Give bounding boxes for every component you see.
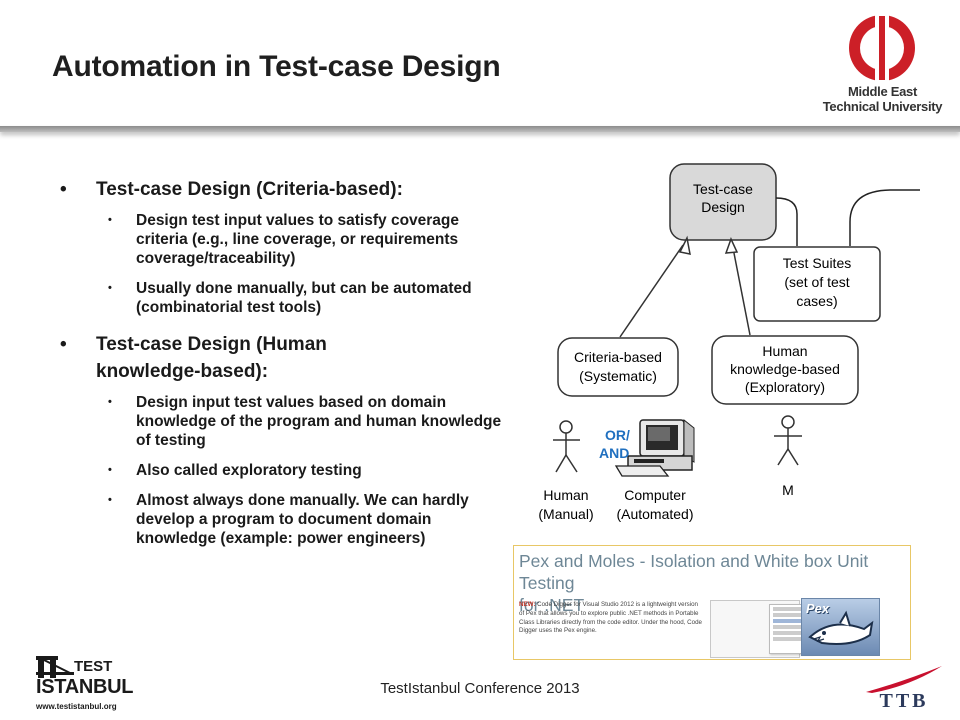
human-arrowhead-icon bbox=[724, 237, 739, 254]
m-label: M bbox=[782, 482, 794, 498]
footer-text: TestIstanbul Conference 2013 bbox=[380, 680, 580, 697]
metu-name-line2: Technical University bbox=[822, 99, 943, 114]
testistanbul-url: www.testistanbul.org bbox=[36, 702, 117, 711]
bridge-icon bbox=[36, 656, 74, 678]
test-case-design-line2: Design bbox=[701, 199, 745, 215]
computer-label: Computer bbox=[624, 487, 686, 503]
human-stick-figure-icon bbox=[553, 420, 580, 473]
human-knowledge-line3: (Exploratory) bbox=[745, 379, 825, 395]
design-to-suites-connector bbox=[775, 197, 798, 246]
pex-logo: Pex bbox=[801, 598, 880, 656]
test-case-design-line1: Test-case bbox=[693, 181, 753, 197]
m-stick-figure-icon bbox=[774, 415, 802, 466]
criteria-based-box bbox=[557, 337, 679, 397]
computer-icon bbox=[614, 418, 695, 477]
suites-outgoing-connector bbox=[849, 189, 920, 246]
ttb-logo: TTB bbox=[862, 664, 946, 718]
sub-bullet: Also called exploratory testing bbox=[60, 461, 510, 480]
test-suites-line1: Test Suites bbox=[783, 255, 851, 271]
pex-title: Pex and Moles - Isolation and White box … bbox=[519, 550, 905, 616]
test-suites-line3: cases) bbox=[796, 293, 837, 309]
and-label: AND bbox=[599, 445, 629, 461]
human-knowledge-line2: knowledge-based bbox=[730, 361, 840, 377]
metu-emblem-icon bbox=[849, 14, 915, 84]
human-knowledge-box bbox=[711, 335, 859, 405]
manual-label: (Manual) bbox=[538, 506, 593, 522]
test-suites-box bbox=[753, 246, 881, 322]
criteria-arrowhead-icon bbox=[678, 235, 691, 255]
pex-title-line1: Pex and Moles - Isolation and White box … bbox=[519, 551, 869, 593]
testistanbul-logo: TEST ISTANBUL www.testistanbul.org bbox=[36, 654, 136, 714]
test-case-design-box bbox=[669, 163, 777, 241]
criteria-generalization-line bbox=[619, 244, 684, 338]
sub-bullet: Usually done manually, but can be automa… bbox=[60, 279, 510, 317]
automated-label: (Automated) bbox=[616, 506, 693, 522]
or-label: OR/ bbox=[605, 427, 630, 443]
testistanbul-istanbul: ISTANBUL bbox=[36, 676, 134, 698]
test-suites-line2: (set of test bbox=[784, 274, 849, 290]
bullet-human-knowledge: Test-case Design (Human knowledge-based)… bbox=[60, 331, 396, 385]
shark-icon bbox=[808, 610, 874, 645]
pex-title-line2: for .NET bbox=[519, 595, 585, 615]
human-generalization-line bbox=[732, 247, 751, 336]
sub-bullet: Design input test values based on domain… bbox=[60, 393, 510, 450]
ttb-text: TTB bbox=[879, 690, 929, 712]
pex-moles-screenshot: Pex and Moles - Isolation and White box … bbox=[513, 545, 911, 660]
human-label: Human bbox=[543, 487, 588, 503]
human-knowledge-line1: Human bbox=[762, 343, 807, 359]
criteria-based-line1: Criteria-based bbox=[574, 349, 662, 365]
pex-description: NEW: Code Digger for Visual Studio 2012 … bbox=[519, 601, 704, 636]
sub-bullet: Design test input values to satisfy cove… bbox=[60, 211, 510, 268]
testistanbul-test: TEST bbox=[74, 658, 113, 675]
metu-name-line1: Middle East bbox=[848, 84, 917, 99]
pex-description-text: Code Digger for Visual Studio 2012 is a … bbox=[519, 601, 702, 635]
metu-logo: Middle East Technical University bbox=[820, 14, 945, 118]
ttb-swoosh-icon bbox=[866, 666, 942, 693]
title-divider bbox=[0, 126, 960, 132]
bullet-list: Test-case Design (Criteria-based): Desig… bbox=[60, 176, 510, 559]
slide-title: Automation in Test-case Design bbox=[52, 50, 501, 83]
criteria-based-line2: (Systematic) bbox=[579, 368, 657, 384]
bullet-criteria-based: Test-case Design (Criteria-based): bbox=[60, 176, 510, 203]
pex-new-tag: NEW: bbox=[519, 601, 536, 608]
pex-logo-text: Pex bbox=[806, 601, 830, 616]
sub-bullet: Almost always done manually. We can hard… bbox=[60, 491, 510, 548]
